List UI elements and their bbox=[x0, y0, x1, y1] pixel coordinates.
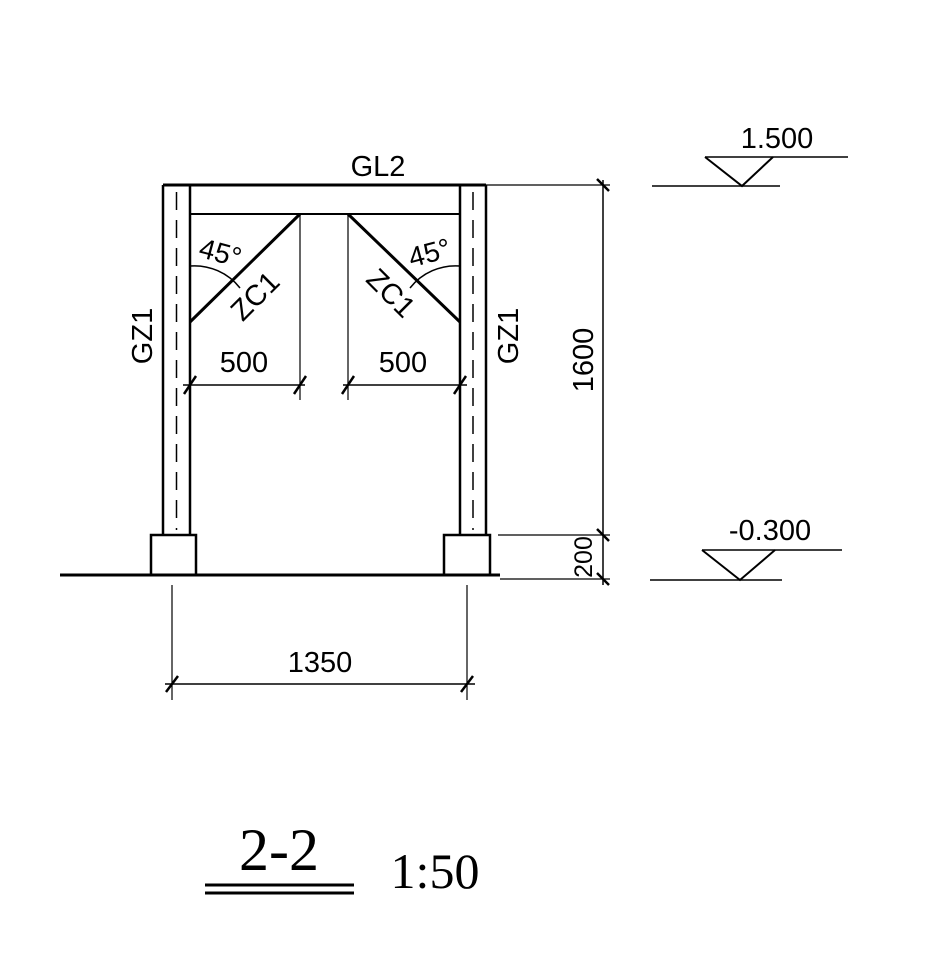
left-brace-label: ZC1 bbox=[225, 266, 286, 327]
bottom-elevation-text: -0.300 bbox=[729, 515, 811, 547]
left-column-label: GZ1 bbox=[127, 308, 159, 364]
top-beam bbox=[163, 183, 486, 215]
section-scale: 1:50 bbox=[391, 843, 480, 899]
left-angle-arc bbox=[189, 265, 241, 289]
top-elevation-marker bbox=[652, 156, 848, 188]
left-brace-dimension bbox=[182, 375, 308, 395]
left-brace-dimension-text: 500 bbox=[220, 347, 268, 379]
height-base-dimension-text: 200 bbox=[570, 536, 598, 578]
right-brace bbox=[346, 212, 462, 324]
right-brace-dimension bbox=[340, 375, 468, 395]
right-column-label: GZ1 bbox=[493, 308, 525, 364]
height-main-dimension-text: 1600 bbox=[568, 328, 600, 393]
left-brace bbox=[188, 212, 302, 324]
span-dimension bbox=[165, 585, 475, 700]
beam-label: GL2 bbox=[351, 151, 406, 183]
vertical-dimension bbox=[486, 178, 610, 586]
section-title: 2-2 bbox=[239, 817, 319, 883]
right-column bbox=[442, 185, 492, 577]
bottom-elevation-marker bbox=[650, 549, 842, 582]
top-elevation-text: 1.500 bbox=[741, 123, 814, 155]
left-column bbox=[149, 185, 198, 577]
span-dimension-text: 1350 bbox=[288, 647, 353, 679]
right-angle-arc bbox=[409, 265, 461, 289]
right-brace-dimension-text: 500 bbox=[379, 347, 427, 379]
